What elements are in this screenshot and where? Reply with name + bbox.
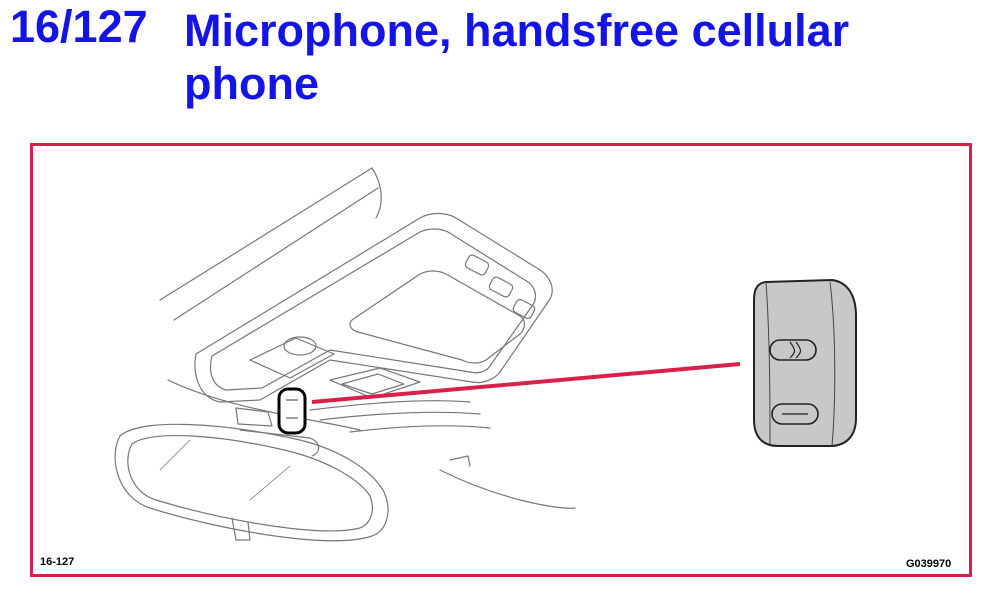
microphone-icon (277, 387, 307, 435)
section-code: 16/127 (10, 1, 148, 52)
figure-number-label: 16-127 (40, 556, 75, 568)
rearview-mirror-icon (114, 407, 389, 542)
page-header: 16/127 Microphone, handsfree cellular ph… (10, 0, 980, 110)
callout-line (311, 362, 741, 404)
page-title: Microphone, handsfree cellular phone (184, 5, 850, 109)
microphone-closeup-icon (753, 278, 857, 447)
overhead-console-icon (194, 212, 553, 433)
figure-reference-label: G039970 (906, 558, 952, 570)
headliner-lines (159, 167, 576, 509)
